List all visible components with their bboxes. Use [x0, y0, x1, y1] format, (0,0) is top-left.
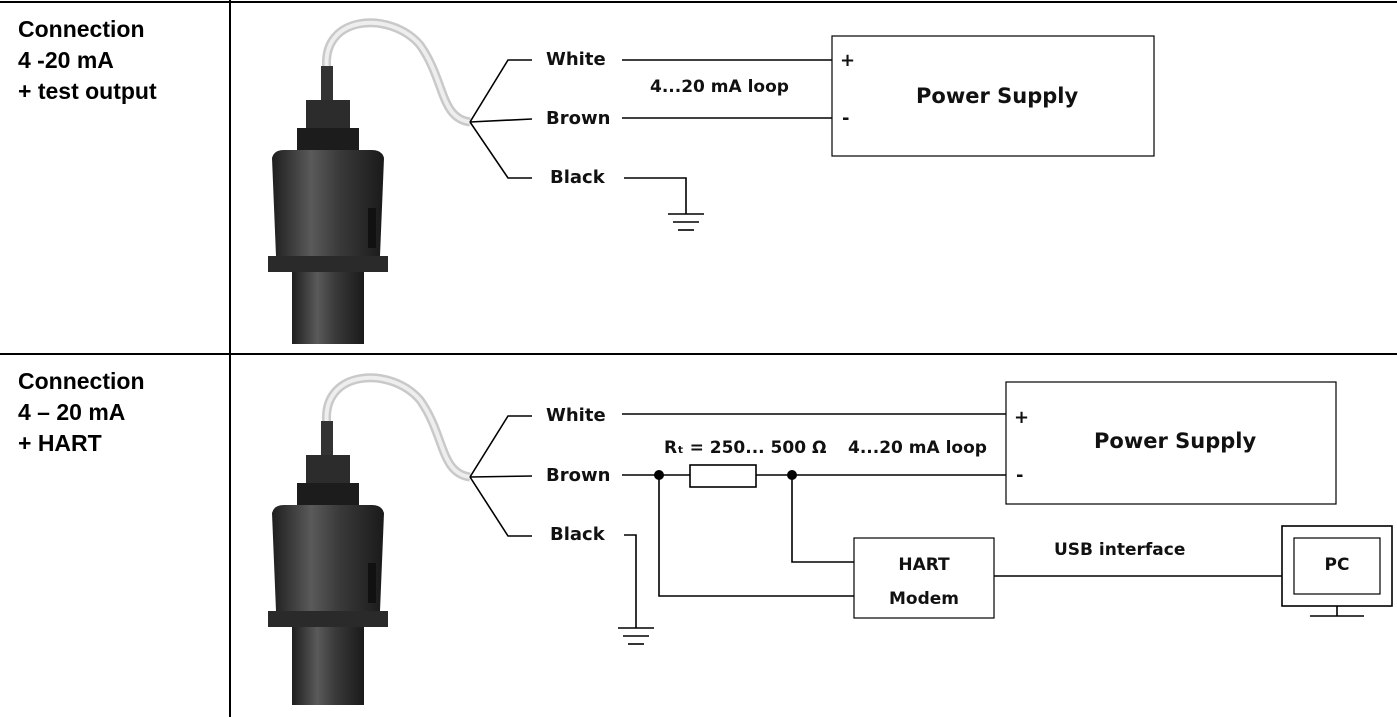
resistor-label: Rₜ = 250... 500 Ω [664, 438, 826, 458]
power-supply-box: + - Power Supply [1005, 381, 1337, 505]
loop-label: 4...20 mA loop [848, 438, 987, 458]
white-wire-label: White [546, 49, 606, 70]
minus-terminal: - [842, 108, 849, 129]
plus-terminal: + [1014, 407, 1029, 428]
white-wire-label: White [546, 405, 606, 426]
loop-label: 4...20 mA loop [650, 77, 789, 97]
wire-fan [469, 415, 533, 537]
wire-fan [469, 59, 533, 179]
pc-icon: PC [1281, 525, 1393, 617]
black-wire-label: Black [550, 167, 606, 188]
black-wire-label: Black [550, 524, 606, 545]
power-supply-box: + - Power Supply [831, 35, 1155, 157]
brown-wire-label: Brown [546, 108, 610, 129]
row2-connection-label: Connection 4 – 20 mA + HART [18, 368, 145, 456]
usb-interface-label: USB interface [1054, 540, 1185, 560]
ground-symbol [618, 627, 654, 645]
row1-diagram: White Brown Black 4...20 mA loop + - Pow… [268, 18, 1155, 344]
hart-modem-box: HART Modem [853, 537, 995, 619]
row2-diagram: White Brown Black Rₜ = 250... 500 Ω 4...… [268, 373, 1393, 705]
pc-label: PC [1325, 555, 1350, 575]
row1-connection-label: Connection 4 -20 mA + test output [18, 16, 157, 104]
sensor-image [268, 18, 472, 344]
brown-wire-label: Brown [546, 465, 610, 486]
ground-symbol [668, 213, 704, 231]
sensor-image [268, 373, 472, 705]
power-supply-title: Power Supply [916, 84, 1078, 108]
plus-terminal: + [840, 50, 855, 71]
modem-line1: HART [898, 555, 950, 575]
resistor-symbol [689, 464, 757, 488]
modem-line2: Modem [889, 589, 959, 609]
minus-terminal: - [1016, 465, 1023, 486]
power-supply-title: Power Supply [1094, 429, 1256, 453]
